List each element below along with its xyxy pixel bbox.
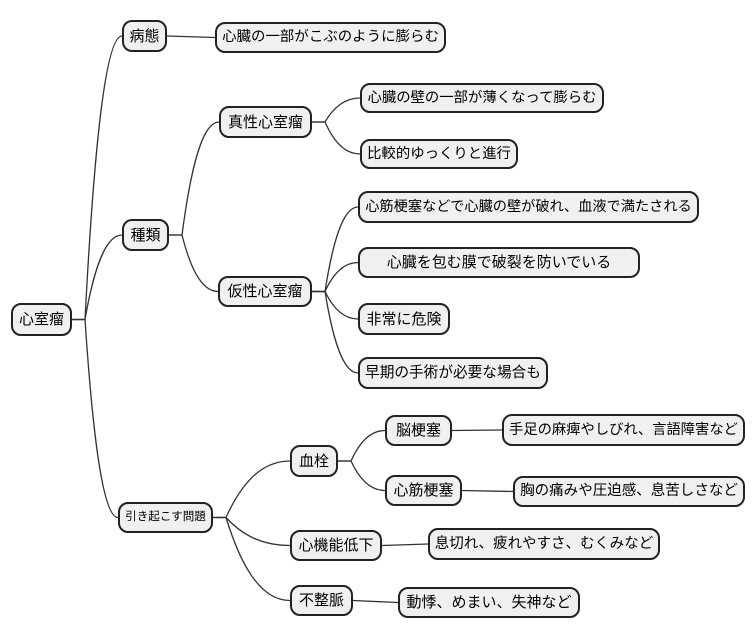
mindmap-node-shinsei-desc1: 心臓の壁の一部が薄くなって膨らむ — [360, 83, 604, 113]
edge-kasei-kasei-desc2 — [311, 261, 359, 293]
edge-shinsei-shinsei-desc1 — [311, 97, 361, 123]
mindmap-node-kasei-desc3: 非常に危険 — [358, 303, 450, 335]
mindmap-node-byotai-desc: 心臓の一部がこぶのように膨らむ — [215, 22, 446, 53]
mindmap-node-fusei: 不整脈 — [290, 585, 353, 616]
mindmap-node-shinkin-desc: 胸の痛みや圧迫感、息苦しさなど — [513, 476, 745, 507]
mindmap-node-nokosoku: 脳梗塞 — [385, 415, 452, 446]
edge-mondai-kessen — [212, 460, 291, 519]
edge-kasei-kasei-desc4 — [311, 290, 359, 374]
mindmap-node-shinsei-desc2: 比較的ゆっくりと進行 — [360, 139, 518, 169]
edge-teika-teika-desc — [381, 543, 429, 547]
mindmap-node-shurui: 種類 — [122, 219, 169, 251]
edge-root-byotai — [71, 35, 123, 321]
edge-kessen-shinkin — [337, 460, 386, 492]
edge-shinsei-shinsei-desc2 — [311, 121, 361, 155]
edge-root-shurui — [71, 234, 123, 321]
edge-kessen-nokosoku — [337, 429, 386, 462]
mindmap-node-kasei-desc2: 心臓を包む膜で破裂を防いでいる — [358, 247, 640, 278]
mindmap-node-teika-desc: 息切れ、疲れやすさ、むくみなど — [428, 528, 660, 560]
mindmap-node-kasei-desc4: 早期の手術が必要な場合も — [358, 357, 548, 389]
mindmap-node-kasei: 仮性心室瘤 — [218, 276, 312, 307]
mindmap-node-kessen: 血栓 — [290, 445, 338, 477]
edge-root-mondai — [71, 318, 119, 519]
mindmap-node-mondai: 引き起こす問題 — [118, 502, 213, 533]
edge-kasei-kasei-desc1 — [311, 206, 359, 293]
edge-kasei-kasei-desc3 — [311, 290, 359, 320]
edge-mondai-teika — [212, 516, 291, 547]
edge-mondai-fusei — [212, 516, 291, 602]
mindmap-node-teika: 心機能低下 — [290, 530, 382, 561]
edge-byotai-byotai-desc — [166, 35, 216, 39]
mindmap-node-fusei-desc: 動悸、めまい、失神など — [398, 587, 580, 618]
edge-nokosoku-nokosoku-desc — [451, 429, 503, 432]
mindmap-node-shinsei: 真性心室瘤 — [219, 106, 312, 138]
mindmap-node-root: 心室瘤 — [11, 303, 72, 336]
mindmap-node-nokosoku-desc: 手足の麻痺やしびれ、言語障害など — [502, 414, 745, 446]
edge-fusei-fusei-desc — [352, 599, 399, 604]
edge-shurui-shinsei — [168, 121, 220, 236]
edge-shurui-kasei — [168, 234, 219, 293]
mindmap-node-kasei-desc1: 心筋梗塞などで心臓の壁が破れ、血液で満たされる — [358, 191, 699, 223]
edge-shinkin-shinkin-desc — [461, 489, 514, 493]
mindmap-node-byotai: 病態 — [122, 20, 167, 52]
mindmap-node-shinkin: 心筋梗塞 — [385, 475, 462, 506]
